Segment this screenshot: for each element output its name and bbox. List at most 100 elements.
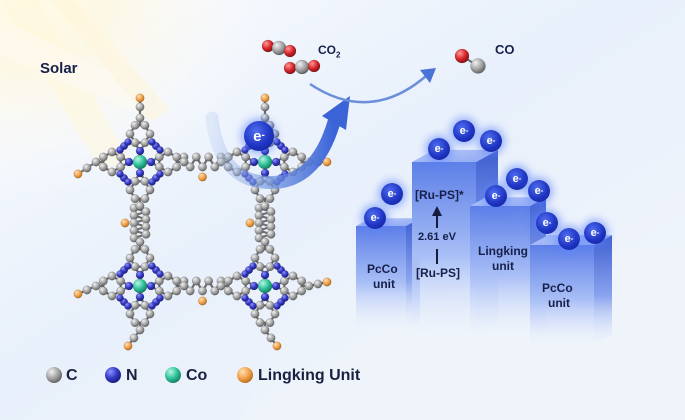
carbon-atom [98, 162, 108, 172]
cobalt-atom [132, 278, 148, 294]
nitrogen-atom [249, 157, 259, 167]
legend-icons [46, 367, 253, 383]
carbon-atom [232, 291, 242, 301]
ground-state-label: [Ru-PS] [416, 266, 460, 280]
carbon-atom [265, 262, 275, 272]
legend-carbon-label: C [66, 367, 78, 384]
carbon-atom [241, 276, 251, 286]
carbon-atom [279, 162, 289, 172]
carbon-atom [116, 286, 126, 296]
carbon-atom [297, 276, 307, 286]
pillar-right-label-line2: unit [548, 296, 570, 310]
carbon-atom [125, 253, 135, 263]
carbon-atom [130, 138, 140, 148]
carbon-atom [223, 286, 233, 296]
carbon-atom [288, 291, 298, 301]
nitrogen-atom [124, 281, 134, 291]
terminal-linker [135, 93, 145, 118]
sun-rays-icon [0, 0, 170, 170]
nitrogen-atom [124, 262, 132, 270]
carbon-atom [265, 244, 275, 254]
cobalt-atom [257, 278, 273, 294]
carbon-atom [135, 102, 145, 112]
vertical-linker [245, 203, 276, 243]
carbon-atom [107, 291, 117, 301]
carbon-atom [254, 218, 264, 228]
carbon-atom [232, 147, 242, 157]
carbon-atom [154, 162, 164, 172]
carbon-atom [260, 102, 270, 112]
carbon-atom [204, 276, 214, 286]
carbon-atom [241, 152, 251, 162]
carbon-atom [145, 309, 155, 319]
carbon-atom [163, 167, 173, 177]
carbon-atom [91, 281, 101, 291]
carbon-atom [266, 333, 276, 343]
terminal-linker [307, 277, 332, 289]
carbon-atom [98, 276, 108, 286]
carbon-atom [179, 157, 189, 167]
nitrogen-atom [135, 168, 145, 178]
carbon-atom [254, 211, 264, 220]
carbon-atom [255, 244, 265, 254]
carbon-atom [141, 214, 151, 224]
carbon-atom [141, 222, 151, 232]
cobalt-atom [132, 154, 148, 170]
carbon-atom [107, 167, 117, 177]
carbon-atom [141, 229, 151, 239]
nitrogen-atom [116, 270, 124, 278]
nitrogen-atom [281, 146, 289, 154]
linking-unit-icon [237, 367, 253, 383]
nitrogen-atom [156, 294, 164, 302]
linker-atom [245, 218, 255, 228]
cobalt-atom-icon [165, 367, 181, 383]
nitrogen-atom [281, 294, 289, 302]
nitrogen-atom [241, 294, 249, 302]
carbon-atom [140, 120, 150, 130]
carbon-atom [255, 300, 265, 310]
nitrogen-atom [135, 292, 145, 302]
carbon-atom [255, 194, 265, 204]
pcco-unit [216, 237, 314, 335]
nitrogen-atom [148, 262, 156, 270]
electron-icon: e- [485, 185, 507, 207]
nitrogen-atom [249, 302, 257, 310]
carbon-atom [254, 226, 264, 235]
carbon-atom [223, 276, 233, 286]
nitrogen-atom [124, 302, 132, 310]
carbon-atom [279, 276, 289, 286]
co2-label: CO2 [318, 43, 341, 60]
carbon-atom [140, 244, 150, 254]
carbon-atom [254, 233, 264, 243]
electron-transfer-arrow [205, 96, 350, 189]
carbon-atom [129, 233, 139, 243]
carbon-atom [250, 253, 260, 263]
carbon-atom [313, 279, 323, 289]
linker-atom [120, 218, 130, 228]
nitrogen-atom [148, 138, 156, 146]
conversion-arrow [309, 68, 436, 104]
carbon-atom [129, 211, 139, 220]
carbon-atom [107, 271, 117, 281]
carbon-atom [185, 286, 195, 296]
carbon-atom [172, 162, 182, 172]
oxygen-atom [454, 48, 470, 64]
linker-atom [198, 172, 207, 182]
oxygen-atom [283, 44, 297, 58]
carbon-atom [154, 276, 164, 286]
carbon-atom [279, 286, 289, 296]
carbon-atom [260, 237, 270, 247]
electron-icon: e- [558, 228, 580, 250]
carbon-atom [140, 138, 150, 148]
carbon-atom [163, 147, 173, 157]
nitrogen-atom [273, 138, 281, 146]
carbon-atom [172, 286, 182, 296]
carbon-atom [125, 129, 135, 139]
carbon-atom [297, 152, 307, 162]
carbon-atom [266, 222, 276, 232]
carbon-atom [135, 237, 145, 247]
electron-icon: e- [480, 130, 502, 152]
carbon-atom [145, 253, 155, 263]
nitrogen-atom [116, 170, 124, 178]
carbon-atom [116, 276, 126, 286]
